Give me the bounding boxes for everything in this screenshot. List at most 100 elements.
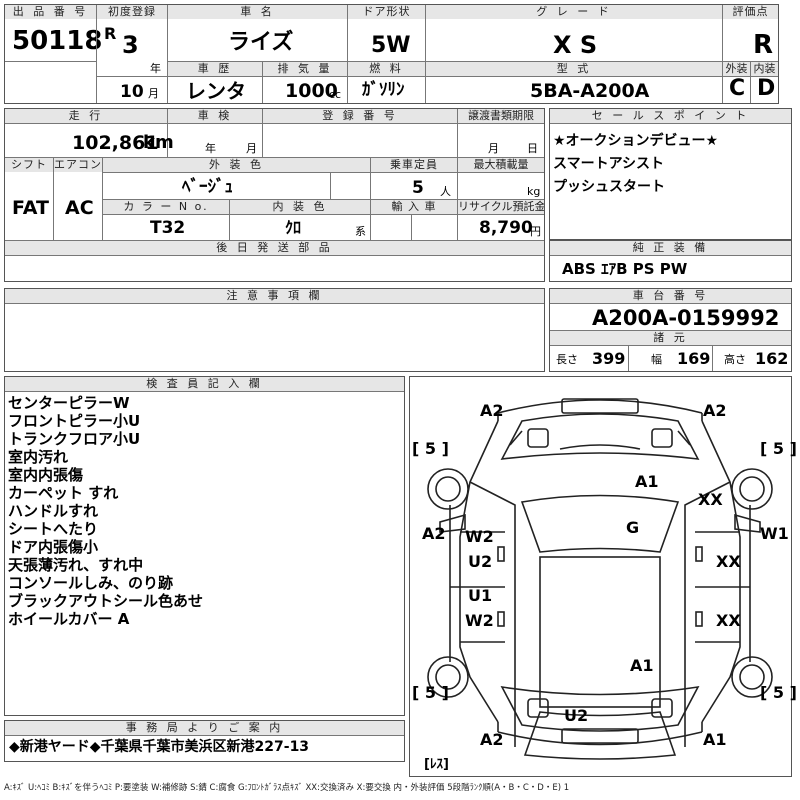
- chassis-no-header: 車 台 番 号: [550, 289, 791, 303]
- mark-u2-front-door: U2: [468, 552, 493, 571]
- height: 162: [755, 349, 789, 368]
- genuine-equipment-header: 純 正 装 備: [550, 241, 791, 255]
- mark-a1-bottom-right: A1: [703, 730, 727, 749]
- wheel-rear-right: [731, 656, 773, 698]
- car-name: ライズ: [228, 30, 294, 55]
- mark-tire-front-right: [ 5 ]: [760, 439, 797, 458]
- score-header: 評価点: [723, 5, 778, 19]
- mileage-unit: km: [143, 132, 174, 153]
- note-item: ブラックアウトシール色あせ: [8, 592, 204, 610]
- car-name-header: 車 名: [168, 5, 347, 19]
- mirror-right: [734, 513, 761, 533]
- mark-a2-top-left: A2: [480, 401, 504, 420]
- capacity-header: 乗車定員: [371, 158, 457, 172]
- mark-tire-front-left: [ 5 ]: [412, 439, 449, 458]
- interior-color: ｸﾛ: [285, 218, 302, 237]
- transfer-day-unit: 日: [527, 142, 538, 155]
- roof-outline: [539, 556, 661, 708]
- fuel: ｶﾞｿﾘﾝ: [362, 80, 405, 100]
- note-item: 室内汚れ: [8, 448, 69, 466]
- note-item: ハンドルすれ: [8, 502, 99, 520]
- wheel-front-right: [731, 468, 773, 510]
- import-header: 輸 入 車: [371, 200, 457, 214]
- rear-window-outline: [523, 711, 677, 760]
- mark-a2-bottom-left: A2: [480, 730, 504, 749]
- length-label: 長さ: [556, 353, 578, 366]
- lot-no-header: 出 品 番 号: [5, 5, 96, 19]
- mileage-header: 走 行: [5, 109, 167, 123]
- damage-diagram: A2 A2 [ 5 ] [ 5 ] A1 XX G A2 W1 W2 U2 XX…: [409, 376, 797, 777]
- first-reg-year: 3: [122, 31, 139, 59]
- mark-xx-right-front: XX: [698, 490, 723, 509]
- specs-header: 諸 元: [550, 331, 791, 345]
- grade: X S: [553, 31, 598, 59]
- mark-tire-rear-left: [ 5 ]: [412, 683, 449, 702]
- era-letter: R: [104, 24, 117, 43]
- recycle-unit: 円: [530, 225, 541, 238]
- month-unit: 月: [148, 87, 159, 100]
- year-unit: 年: [150, 62, 161, 75]
- inspection-header: 車 検: [168, 109, 262, 123]
- fuel-header: 燃 料: [348, 62, 425, 76]
- door-type: 5W: [371, 33, 411, 58]
- sales-point-item: プッシュスタート: [553, 179, 665, 195]
- max-load-header: 最大積載量: [458, 158, 544, 172]
- car-outline-diagram: [427, 398, 773, 760]
- cautions-header: 注 意 事 項 欄: [5, 289, 544, 303]
- mark-u1-rear-door: U1: [468, 586, 493, 605]
- model: 5BA-A200A: [530, 80, 650, 102]
- note-item: 室内内張傷: [8, 466, 84, 484]
- note-item: センターピラーW: [8, 394, 130, 412]
- mark-tire-rear-right: [ 5 ]: [760, 683, 797, 702]
- wheel-rear-left: [427, 656, 469, 698]
- model-header: 型 式: [426, 62, 722, 76]
- mark-g-windshield: G: [626, 518, 640, 537]
- mark-xx-right-rear: XX: [716, 611, 741, 630]
- front-plate-outline: [561, 398, 639, 414]
- note-item: ドア内張傷小: [8, 538, 99, 556]
- max-load-unit: kg: [527, 185, 541, 198]
- mark-a2-left: A2: [422, 524, 446, 543]
- trunk-outline: [500, 685, 700, 732]
- later-parts-header: 後 日 発 送 部 品: [5, 241, 544, 255]
- exterior-grade: C: [729, 76, 746, 101]
- mark-w1-right: W1: [760, 524, 789, 543]
- grade-header: グ レ ー ド: [426, 5, 722, 19]
- note-item: シートへたり: [8, 520, 99, 538]
- history-header: 車 歴: [168, 62, 262, 76]
- aircon-header: エアコン: [54, 158, 102, 172]
- inspection-year-unit: 年: [205, 142, 216, 155]
- note-item: トランクフロア小U: [8, 430, 141, 448]
- color-no-header: カ ラ ー N o.: [103, 200, 229, 214]
- mark-xx-right-mid: XX: [716, 552, 741, 571]
- hood-outline: [500, 413, 700, 460]
- mark-a2-top-right: A2: [703, 401, 727, 420]
- office-notice-header: 事 務 局 よ り ご 案 内: [5, 721, 404, 735]
- interior-grade: D: [757, 76, 776, 101]
- front-bumper-outline: [497, 399, 703, 414]
- genuine-equipment: ABS ｴｱB PS PW: [562, 260, 688, 278]
- sales-point-item: スマートアシスト: [553, 156, 665, 172]
- lot-no: 50118: [12, 26, 103, 56]
- interior-color-header: 内 装 色: [230, 200, 370, 214]
- inspection-month-unit: 月: [246, 142, 257, 155]
- rear-plate-outline: [561, 728, 639, 744]
- interior-header: 内装: [751, 62, 778, 76]
- exterior-color-header: 外 装 色: [103, 158, 370, 172]
- first-reg-month: 10: [120, 82, 144, 102]
- displacement-unit: cc: [329, 88, 342, 101]
- transfer-month-unit: 月: [488, 142, 499, 155]
- note-item: フロントピラー小U: [8, 412, 141, 430]
- length: 399: [592, 349, 626, 368]
- interior-color-unit: 系: [355, 225, 366, 238]
- mark-a1-trunk: A1: [630, 656, 654, 675]
- capacity-unit: 人: [440, 185, 451, 198]
- recycle-header: リサイクル預託金: [458, 200, 544, 214]
- inspector-notes-block: [4, 376, 405, 716]
- top-info-block: [4, 4, 779, 104]
- note-item: コンソールしみ、のり跡: [8, 574, 174, 592]
- displacement: 1000: [285, 80, 338, 102]
- mark-les: [ﾚｽ]: [424, 757, 449, 772]
- shift-header: シフト: [5, 158, 53, 172]
- left-side-outline: [459, 420, 499, 723]
